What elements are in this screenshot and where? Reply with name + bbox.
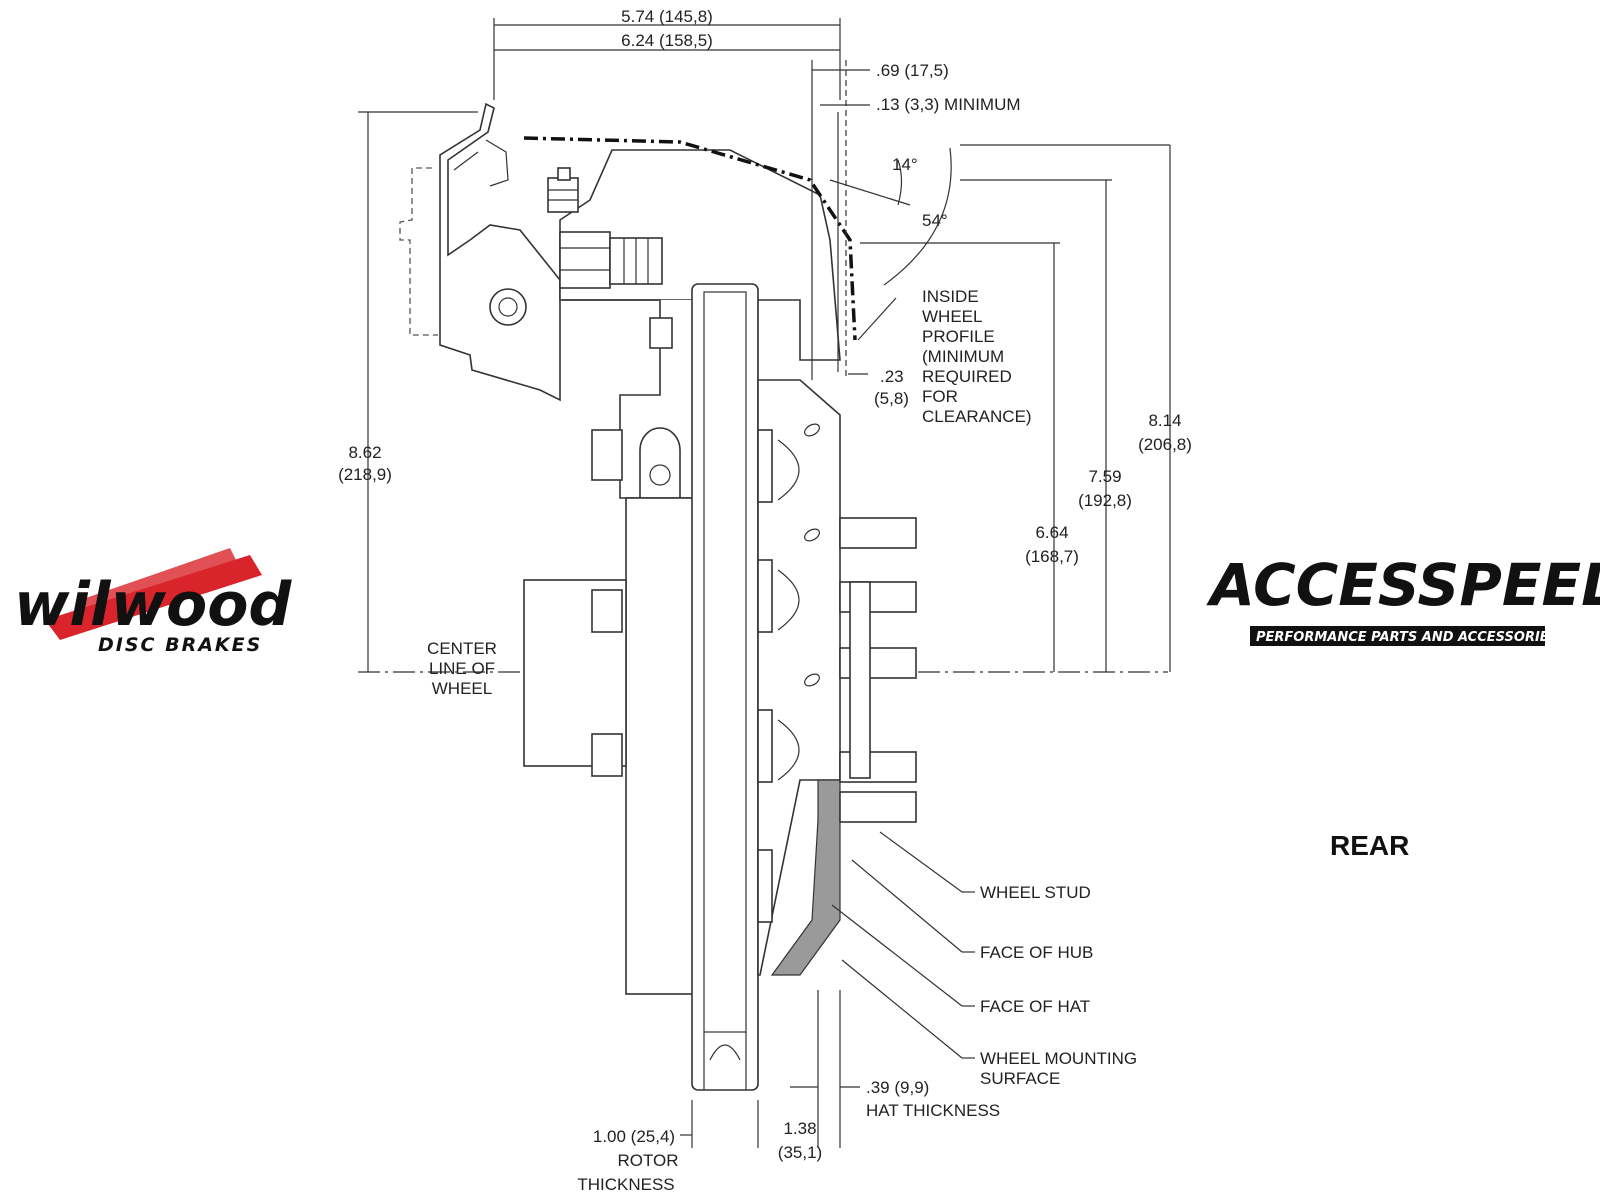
svg-text:CLEARANCE): CLEARANCE) xyxy=(922,407,1032,426)
banjo-fitting xyxy=(489,288,527,326)
dim-rotor-label-1: ROTOR xyxy=(617,1151,678,1170)
dim-h664-in: 6.64 xyxy=(1035,523,1068,542)
dim-rotor-label-2: THICKNESS xyxy=(577,1175,674,1194)
bleeder-screw-lower xyxy=(649,317,673,349)
dim-h862-mm: (218,9) xyxy=(338,465,392,484)
hat-bolt-2 xyxy=(757,559,773,633)
dim-h759-mm: (192,8) xyxy=(1078,491,1132,510)
accespeed-subtitle: PERFORMANCE PARTS AND ACCESSORIES xyxy=(1256,630,1558,645)
svg-text:CENTER: CENTER xyxy=(427,639,497,658)
dim-rotor-value: 1.00 (25,4) xyxy=(593,1127,675,1146)
inside-wheel-profile-line xyxy=(523,136,857,341)
dim-h814-in: 8.14 xyxy=(1148,411,1181,430)
dim-hat-value: .39 (9,9) xyxy=(866,1078,929,1097)
center-line-label: CENTER LINE OF WHEEL xyxy=(427,639,497,698)
wilwood-subtitle: DISC BRAKES xyxy=(98,634,262,656)
dimension-lines xyxy=(358,18,1171,1148)
caliper-bracket xyxy=(439,102,561,402)
view-label: REAR xyxy=(1330,830,1409,861)
dim-offset-a: 5.74 (145,8) xyxy=(621,7,713,26)
svg-text:WHEEL: WHEEL xyxy=(432,679,492,698)
accespeed-sub-band xyxy=(1250,626,1545,646)
hub-pilot xyxy=(849,581,871,779)
wheel-studs xyxy=(839,517,917,823)
caliper-tab xyxy=(639,427,681,499)
svg-text:LINE OF: LINE OF xyxy=(429,659,495,678)
wilwood-red-swoosh xyxy=(45,555,262,640)
mount-bolt-low xyxy=(591,733,623,777)
dim-hat-label: HAT THICKNESS xyxy=(866,1101,1000,1120)
svg-text:PROFILE: PROFILE xyxy=(922,327,995,346)
mount-bolt-upper xyxy=(591,429,623,481)
brake-assembly xyxy=(399,102,917,1091)
svg-text:INSIDE: INSIDE xyxy=(922,287,979,306)
wilwood-name: wilwood xyxy=(14,570,292,640)
svg-text:FOR: FOR xyxy=(922,387,958,406)
rotor xyxy=(691,283,759,1091)
label-face-of-hat: FACE OF HAT xyxy=(980,997,1090,1016)
label-wheel-stud: WHEEL STUD xyxy=(980,883,1091,902)
dim-clear-a: .69 (17,5) xyxy=(876,61,949,80)
dim-offset-b: 6.24 (158,5) xyxy=(621,31,713,50)
wilwood-logo: wilwood DISC BRAKES xyxy=(14,548,292,656)
caliper-bolt-head xyxy=(559,231,611,289)
adapter-plate xyxy=(625,497,697,995)
dim-gap-mm: (5,8) xyxy=(874,389,909,408)
inside-wheel-label: INSIDE WHEEL PROFILE (MINIMUM REQUIRED F… xyxy=(922,287,1032,426)
accespeed-logo: ACCESSPEED PERFORMANCE PARTS AND ACCESSO… xyxy=(1206,551,1600,646)
label-face-of-hub: FACE OF HUB xyxy=(980,943,1093,962)
dim-w138-in: 1.38 xyxy=(783,1119,816,1138)
svg-text:REQUIRED: REQUIRED xyxy=(922,367,1012,386)
dim-h814-mm: (206,8) xyxy=(1138,435,1192,454)
svg-text:(MINIMUM: (MINIMUM xyxy=(922,347,1004,366)
hat-bolt-4 xyxy=(757,849,773,923)
bleeder-screw-top xyxy=(547,167,579,213)
svg-text:WHEEL: WHEEL xyxy=(922,307,982,326)
hat-bolt-1 xyxy=(757,429,773,503)
dim-h664-mm: (168,7) xyxy=(1025,547,1079,566)
dim-h862-in: 8.62 xyxy=(348,443,381,462)
label-wheel-mounting-surface: SURFACE xyxy=(980,1069,1060,1088)
dim-h759-in: 7.59 xyxy=(1088,467,1121,486)
dim-w138-mm: (35,1) xyxy=(778,1143,822,1162)
dim-gap-in: .23 xyxy=(880,367,904,386)
label-wheel-mounting: WHEEL MOUNTING xyxy=(980,1049,1137,1068)
hat-bolt-3 xyxy=(757,709,773,783)
bracket-dashed-outline xyxy=(399,167,438,336)
dim-angle-54: 54° xyxy=(922,211,948,230)
accespeed-name: ACCESSPEED xyxy=(1206,551,1600,619)
caliper-body xyxy=(559,149,841,361)
mount-bolt-mid xyxy=(591,589,623,633)
dim-angle-14: 14° xyxy=(892,155,918,174)
dim-clear-min: .13 (3,3) MINIMUM xyxy=(876,95,1021,114)
